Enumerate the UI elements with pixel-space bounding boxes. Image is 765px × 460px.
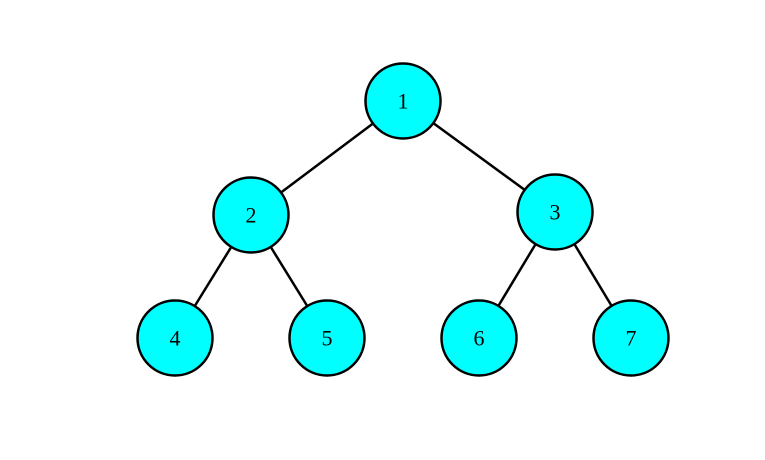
tree-node-7: 7 bbox=[592, 299, 670, 377]
node-label-1: 1 bbox=[398, 89, 409, 114]
edge-3-7 bbox=[573, 243, 613, 307]
tree-node-4: 4 bbox=[136, 299, 214, 377]
node-label-3: 3 bbox=[550, 200, 561, 225]
edge-3-6 bbox=[497, 243, 537, 307]
node-label-5: 5 bbox=[322, 326, 333, 351]
edge-1-2 bbox=[280, 122, 374, 194]
node-label-7: 7 bbox=[626, 326, 637, 351]
tree-node-5: 5 bbox=[288, 299, 366, 377]
node-label-2: 2 bbox=[246, 203, 257, 228]
tree-node-3: 3 bbox=[516, 173, 594, 251]
edge-2-4 bbox=[193, 246, 233, 307]
nodes-layer: 1 2 3 4 5 6 7 bbox=[136, 62, 670, 377]
node-circle-3 bbox=[516, 173, 594, 251]
edge-1-3 bbox=[432, 122, 526, 191]
node-circle-6 bbox=[440, 299, 518, 377]
node-circle-4 bbox=[136, 299, 214, 377]
node-label-4: 4 bbox=[170, 326, 181, 351]
tree-node-1: 1 bbox=[364, 62, 442, 140]
edges-layer bbox=[193, 122, 613, 307]
node-circle-5 bbox=[288, 299, 366, 377]
tree-node-2: 2 bbox=[212, 176, 290, 254]
edge-2-5 bbox=[269, 246, 309, 307]
tree-node-6: 6 bbox=[440, 299, 518, 377]
node-circle-2 bbox=[212, 176, 290, 254]
node-circle-7 bbox=[592, 299, 670, 377]
node-label-6: 6 bbox=[474, 326, 485, 351]
node-circle-1 bbox=[364, 62, 442, 140]
